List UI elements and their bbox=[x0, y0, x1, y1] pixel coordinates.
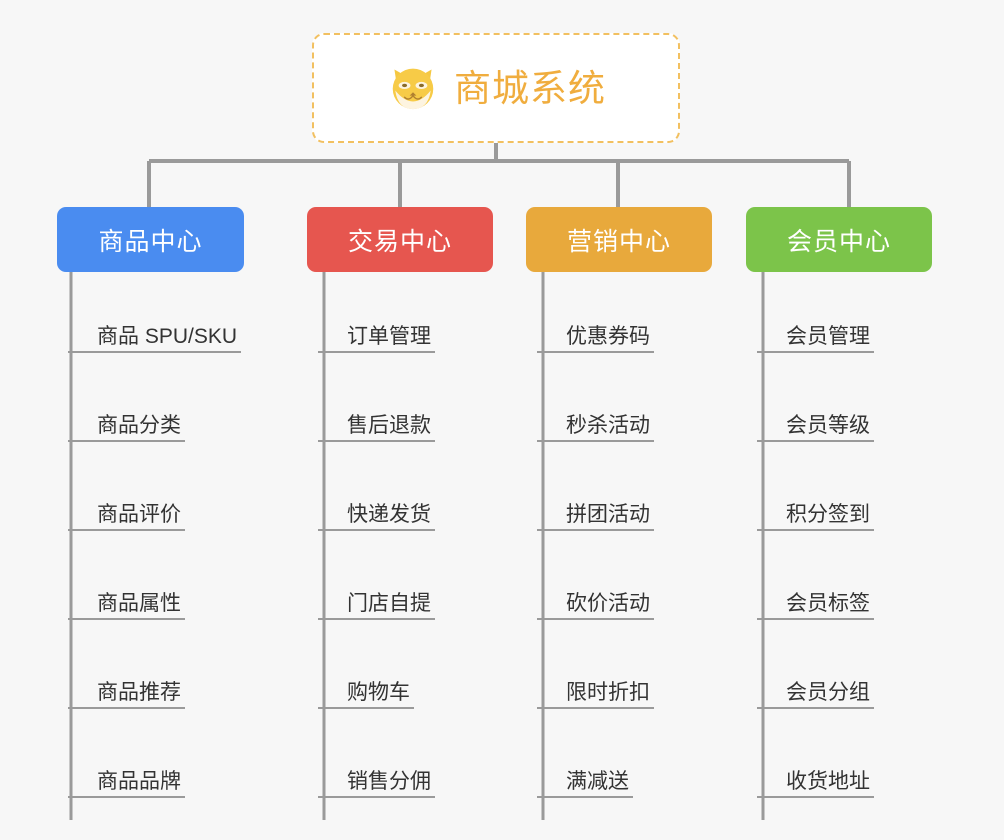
list-item[interactable]: 商品推荐 bbox=[57, 628, 244, 717]
leaf-label: 快递发货 bbox=[318, 501, 435, 531]
leaf-label: 限时折扣 bbox=[537, 679, 654, 709]
list-item[interactable]: 快递发货 bbox=[307, 450, 493, 539]
leaf-label: 商品评价 bbox=[68, 501, 185, 531]
list-item[interactable]: 商品属性 bbox=[57, 539, 244, 628]
list-item[interactable]: 优惠券码 bbox=[526, 272, 712, 361]
list-item[interactable]: 购物车 bbox=[307, 628, 493, 717]
list-item[interactable]: 商品分类 bbox=[57, 361, 244, 450]
list-item[interactable]: 会员管理 bbox=[746, 272, 932, 361]
leaf-label: 商品属性 bbox=[68, 590, 185, 620]
category-header-4[interactable]: 会员中心 bbox=[746, 207, 932, 272]
list-item[interactable]: 门店自提 bbox=[307, 539, 493, 628]
leaf-label: 售后退款 bbox=[318, 412, 435, 442]
list-item[interactable]: 拼团活动 bbox=[526, 450, 712, 539]
leaf-label: 商品品牌 bbox=[68, 768, 185, 798]
list-item[interactable]: 砍价活动 bbox=[526, 539, 712, 628]
list-item[interactable]: 商品评价 bbox=[57, 450, 244, 539]
leaf-label: 拼团活动 bbox=[537, 501, 654, 531]
list-item[interactable]: 秒杀活动 bbox=[526, 361, 712, 450]
list-item[interactable]: 销售分佣 bbox=[307, 717, 493, 806]
leaf-label: 砍价活动 bbox=[537, 590, 654, 620]
list-item[interactable]: 商品品牌 bbox=[57, 717, 244, 806]
category-title-2: 交易中心 bbox=[347, 227, 452, 256]
leaf-label: 商品推荐 bbox=[68, 679, 185, 709]
category-header-2[interactable]: 交易中心 bbox=[307, 207, 493, 272]
leaf-label: 满减送 bbox=[537, 768, 633, 798]
list-item[interactable]: 收货地址 bbox=[746, 717, 932, 806]
list-item[interactable]: 积分签到 bbox=[746, 450, 932, 539]
leaf-label: 订单管理 bbox=[318, 323, 435, 353]
list-item[interactable]: 限时折扣 bbox=[526, 628, 712, 717]
leaf-label: 商品分类 bbox=[68, 412, 185, 442]
leaf-label: 门店自提 bbox=[318, 590, 435, 620]
category-title-3: 营销中心 bbox=[566, 227, 671, 256]
shiba-dog-face-icon bbox=[392, 68, 434, 110]
leaf-label: 购物车 bbox=[318, 679, 414, 709]
leaf-list-2: 订单管理 售后退款 快递发货 门店自提 购物车 销售分佣 bbox=[307, 272, 493, 806]
leaf-label: 会员标签 bbox=[757, 590, 874, 620]
list-item[interactable]: 会员分组 bbox=[746, 628, 932, 717]
column-4: 会员中心 会员管理 会员等级 积分签到 会员标签 会员分组 收货地址 bbox=[746, 207, 932, 806]
column-3: 营销中心 优惠券码 秒杀活动 拼团活动 砍价活动 限时折扣 满减送 bbox=[526, 207, 712, 806]
root-title: 商城系统 bbox=[454, 67, 606, 109]
list-item[interactable]: 订单管理 bbox=[307, 272, 493, 361]
leaf-label: 优惠券码 bbox=[537, 323, 654, 353]
list-item[interactable]: 满减送 bbox=[526, 717, 712, 806]
leaf-list-4: 会员管理 会员等级 积分签到 会员标签 会员分组 收货地址 bbox=[746, 272, 932, 806]
leaf-label: 销售分佣 bbox=[318, 768, 435, 798]
category-title-1: 商品中心 bbox=[98, 227, 203, 256]
category-title-4: 会员中心 bbox=[786, 227, 891, 256]
list-item[interactable]: 售后退款 bbox=[307, 361, 493, 450]
root-node[interactable]: 商城系统 bbox=[312, 33, 680, 143]
leaf-list-1: 商品 SPU/SKU 商品分类 商品评价 商品属性 商品推荐 商品品牌 bbox=[57, 272, 244, 806]
leaf-list-3: 优惠券码 秒杀活动 拼团活动 砍价活动 限时折扣 满减送 bbox=[526, 272, 712, 806]
list-item[interactable]: 商品 SPU/SKU bbox=[57, 272, 244, 361]
column-2: 交易中心 订单管理 售后退款 快递发货 门店自提 购物车 销售分佣 bbox=[307, 207, 493, 806]
list-item[interactable]: 会员标签 bbox=[746, 539, 932, 628]
column-1: 商品中心 商品 SPU/SKU 商品分类 商品评价 商品属性 商品推荐 商品品牌 bbox=[57, 207, 244, 806]
category-header-1[interactable]: 商品中心 bbox=[57, 207, 244, 272]
leaf-label: 会员等级 bbox=[757, 412, 874, 442]
leaf-label: 收货地址 bbox=[757, 768, 874, 798]
category-header-3[interactable]: 营销中心 bbox=[526, 207, 712, 272]
leaf-label: 商品 SPU/SKU bbox=[68, 323, 242, 353]
list-item[interactable]: 会员等级 bbox=[746, 361, 932, 450]
leaf-label: 积分签到 bbox=[757, 501, 874, 531]
leaf-label: 会员管理 bbox=[757, 323, 874, 353]
leaf-label: 会员分组 bbox=[757, 679, 874, 709]
leaf-label: 秒杀活动 bbox=[537, 412, 654, 442]
